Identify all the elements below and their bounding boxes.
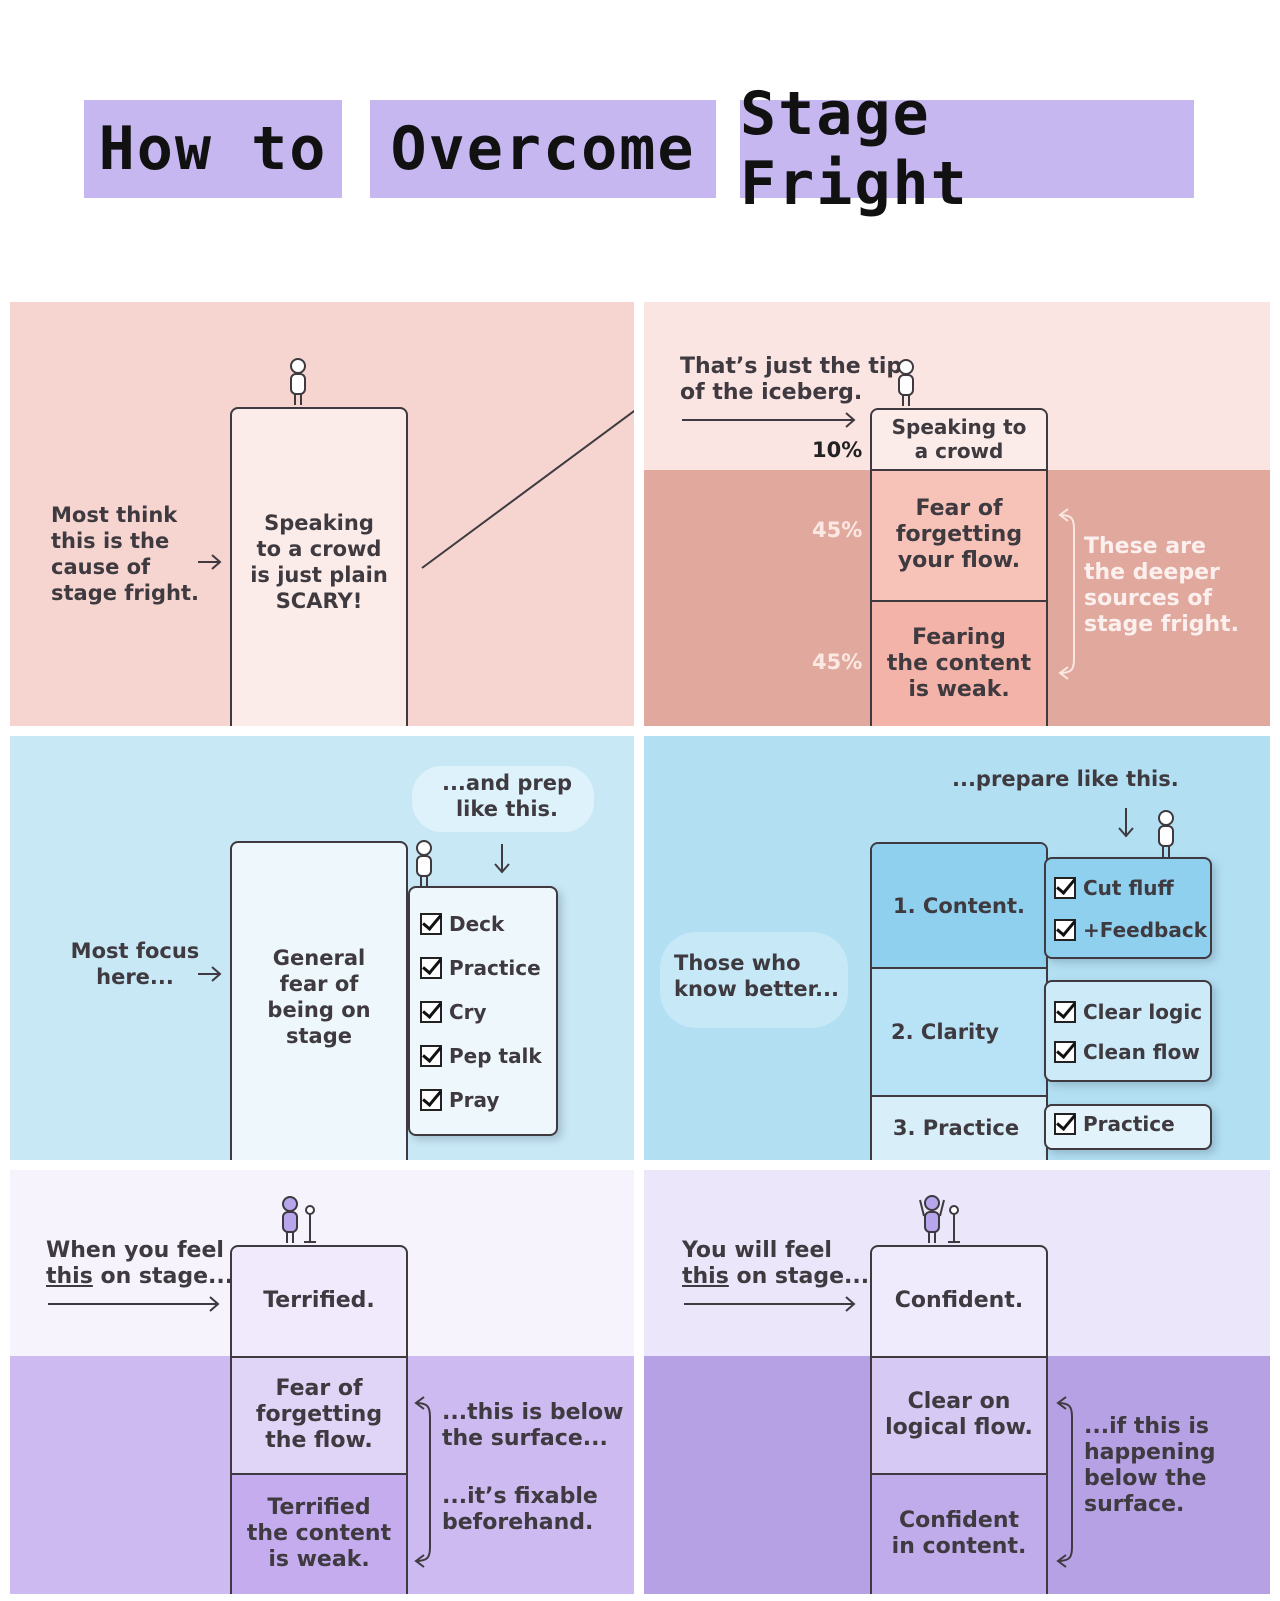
title-word-2: Overcome	[370, 100, 716, 198]
general-fear-column	[230, 841, 408, 1160]
prepare-header: ...prepare like this.	[952, 767, 1179, 791]
person-icon	[898, 359, 914, 406]
check-pray: Pray	[420, 1088, 499, 1112]
checkbox-checked-icon	[420, 1001, 442, 1023]
pct-flow: 45%	[812, 518, 863, 542]
title-word-1: How to	[84, 100, 342, 198]
diagonal-arrow-icon	[421, 409, 634, 569]
checkbox-checked-icon	[420, 1045, 442, 1067]
arrow-right-icon	[682, 412, 856, 428]
person-icon	[290, 358, 306, 405]
content-checks-card	[1044, 857, 1212, 959]
checkbox-checked-icon	[420, 1089, 442, 1111]
panel-terrified: When you feel this on stage... Terrified…	[10, 1170, 634, 1594]
person-icon	[1158, 810, 1174, 857]
segment-terrified: Terrified.	[263, 1288, 375, 1313]
checkbox-checked-icon	[420, 913, 442, 935]
checkbox-checked-icon	[1054, 1113, 1076, 1135]
panel6-left-text: You will feel this on stage...	[682, 1238, 870, 1289]
arrow-right-icon	[198, 554, 222, 570]
arrow-down-icon	[494, 844, 510, 874]
row-practice-label: 3. Practice	[892, 1116, 1020, 1140]
bracket-icon	[1056, 1396, 1073, 1568]
check-pep-talk: Pep talk	[420, 1044, 542, 1068]
bracket-icon	[414, 1396, 431, 1568]
check-practice: Practice	[420, 956, 541, 980]
checkbox-checked-icon	[1054, 919, 1076, 941]
know-better-bubble	[660, 932, 848, 1028]
checkbox-checked-icon	[420, 957, 442, 979]
panel-confident: You will feel this on stage... Confident…	[644, 1170, 1270, 1594]
check-clean-flow: Clean flow	[1054, 1040, 1200, 1064]
check-deck: Deck	[420, 912, 504, 936]
prep-bubble	[412, 766, 594, 832]
bracket-icon	[1058, 508, 1075, 680]
segment-confident: Confident.	[894, 1288, 1024, 1313]
check-cut-fluff: Cut fluff	[1054, 876, 1174, 900]
row-clarity-label: 2. Clarity	[891, 1020, 999, 1044]
row-content-label: 1. Content.	[893, 894, 1025, 918]
title-word-3: Stage Fright	[740, 79, 1194, 219]
check-feedback: +Feedback	[1054, 918, 1207, 942]
pct-tip: 10%	[812, 438, 863, 462]
check-clear-logic: Clear logic	[1054, 1000, 1202, 1024]
person-with-mic-icon	[282, 1196, 316, 1243]
arrow-right-icon	[198, 966, 222, 982]
panel5-left-text: When you feel this on stage...	[46, 1238, 234, 1289]
person-icon	[416, 840, 432, 887]
clarity-checks-card	[1044, 980, 1212, 1082]
arrow-down-icon	[1118, 808, 1134, 838]
checkbox-checked-icon	[1054, 1001, 1076, 1023]
confident-person-with-mic-icon	[919, 1195, 960, 1243]
checkbox-checked-icon	[1054, 1041, 1076, 1063]
check-practice: Practice	[1054, 1112, 1175, 1136]
pct-content: 45%	[812, 650, 863, 674]
arrow-right-icon	[684, 1296, 856, 1312]
checkbox-checked-icon	[1054, 877, 1076, 899]
arrow-right-icon	[48, 1296, 220, 1312]
check-cry: Cry	[420, 1000, 487, 1024]
surface-column	[230, 407, 408, 726]
